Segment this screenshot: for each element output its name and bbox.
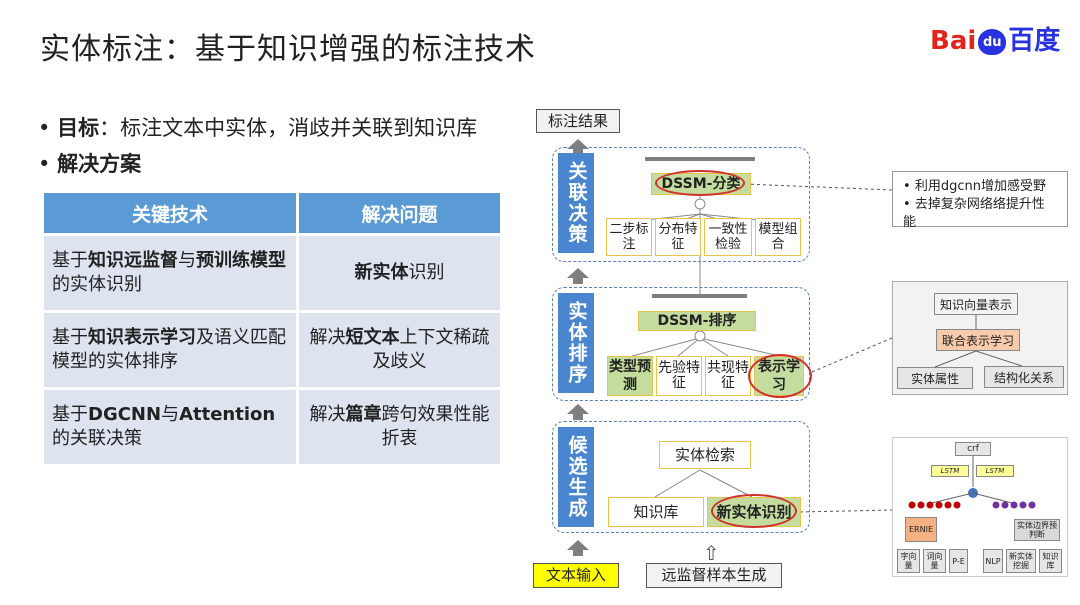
joint-repr-box: 联合表示学习 bbox=[936, 329, 1020, 351]
panel2-input-box: 知识库 bbox=[1039, 549, 1062, 573]
highlight-ellipse bbox=[655, 170, 745, 196]
up-arrow-icon bbox=[567, 268, 589, 278]
table-cell-problem: 解决篇章跨句效果性能折衷 bbox=[299, 390, 500, 464]
up-arrow-icon bbox=[567, 139, 589, 149]
entity-attr-box: 实体属性 bbox=[897, 367, 973, 389]
output-bar bbox=[652, 294, 747, 298]
distant-supervision-box: 远监督样本生成 bbox=[646, 563, 782, 588]
panel1-lines bbox=[934, 315, 1023, 368]
dssm-rank-box: DSSM-排序 bbox=[638, 311, 756, 331]
logo-text-left: Bai bbox=[930, 26, 977, 56]
feature-box-type-predict: 类型预测 bbox=[607, 356, 653, 396]
knowledge-base-box: 知识库 bbox=[608, 497, 704, 527]
key-tech-table: 关键技术 解决问题 基于知识远监督与预训练模型的实体识别 新实体识别 基于知识表… bbox=[44, 190, 500, 467]
panel2-input-box: NLP bbox=[983, 549, 1003, 573]
feature-box: 模型组合 bbox=[755, 218, 801, 256]
goal-text: ：标注文本中实体，消歧并关联到知识库 bbox=[99, 116, 478, 140]
table-row: 基于知识表示学习及语义匹配模型的实体排序 解决短文本上下文稀疏及歧义 bbox=[44, 313, 500, 387]
stage-ranking-frame bbox=[552, 287, 810, 401]
entity-search-box: 实体检索 bbox=[659, 441, 751, 469]
table-cell-tech: 基于知识表示学习及语义匹配模型的实体排序 bbox=[44, 313, 299, 387]
panel2-input-box: 词向量 bbox=[923, 549, 946, 573]
solution-label: 解决方案 bbox=[57, 152, 142, 176]
stage-candidate-label: 候选生成 bbox=[558, 427, 594, 527]
table-header-row: 关键技术 解决问题 bbox=[44, 193, 500, 233]
up-arrow-stem bbox=[573, 550, 583, 556]
bullet-solution: • 解决方案 bbox=[38, 148, 141, 178]
page-title: 实体标注：基于知识增强的标注技术 bbox=[40, 32, 536, 67]
table-header-tech: 关键技术 bbox=[44, 193, 299, 233]
paw-icon: du bbox=[978, 28, 1007, 55]
up-arrow-stem bbox=[573, 278, 583, 284]
result-label: 标注结果 bbox=[536, 109, 620, 133]
bullet-goal: • 目标：标注文本中实体，消歧并关联到知识库 bbox=[38, 112, 477, 142]
knowledge-vector-box: 知识向量表示 bbox=[934, 293, 1018, 315]
up-arrow-stem bbox=[573, 149, 583, 155]
panel2-lines bbox=[908, 456, 1036, 509]
text-input-box: 文本输入 bbox=[533, 563, 619, 588]
panel2-input-box: P-E bbox=[949, 549, 968, 573]
table-row: 基于DGCNN与Attention的关联决策 解决篇章跨句效果性能折衷 bbox=[44, 390, 500, 464]
hollow-up-arrow-icon: ⇧ bbox=[703, 541, 720, 565]
highlight-ellipse bbox=[748, 354, 812, 398]
table-cell-tech: 基于DGCNN与Attention的关联决策 bbox=[44, 390, 299, 464]
lstm-box: LSTM bbox=[931, 465, 969, 477]
feature-box: 分布特征 bbox=[655, 218, 701, 256]
structured-rel-box: 结构化关系 bbox=[984, 366, 1064, 388]
boundary-predict-box: 实体边界预判断 bbox=[1014, 519, 1060, 541]
stage-ranking-label: 实体排序 bbox=[558, 293, 594, 393]
table-row: 基于知识远监督与预训练模型的实体识别 新实体识别 bbox=[44, 236, 500, 310]
table-cell-problem: 解决短文本上下文稀疏及歧义 bbox=[299, 313, 500, 387]
note-line: • 利用dgcnn增加感受野 bbox=[903, 179, 1046, 194]
stage-decision-label: 关联决策 bbox=[558, 153, 594, 253]
note-dgcnn: • 利用dgcnn增加感受野 • 去掉复杂网络络提升性能 bbox=[892, 171, 1068, 230]
stage-decision-frame bbox=[552, 147, 810, 262]
feature-box: 先验特征 bbox=[656, 356, 702, 396]
ernie-box: ERNIE bbox=[905, 517, 937, 542]
stage-candidate-frame bbox=[552, 421, 810, 533]
feature-box: 二步标注 bbox=[606, 218, 652, 256]
lstm-box: LSTM bbox=[976, 465, 1014, 477]
table-cell-tech: 基于知识远监督与预训练模型的实体识别 bbox=[44, 236, 299, 310]
table-header-problem: 解决问题 bbox=[299, 193, 500, 233]
up-arrow-icon bbox=[567, 540, 589, 550]
goal-label: 目标 bbox=[57, 116, 100, 140]
bullet-dot-icon: • bbox=[38, 152, 51, 176]
feature-box: 一致性检验 bbox=[704, 218, 752, 256]
panel2-input-box: 新实体挖掘 bbox=[1006, 549, 1036, 573]
logo-text-right: 百度 bbox=[1008, 26, 1061, 56]
up-arrow-stem bbox=[573, 414, 583, 420]
note-line: • 去掉复杂网络络提升性能 bbox=[903, 197, 1045, 230]
output-bar bbox=[645, 157, 755, 161]
highlight-ellipse bbox=[711, 494, 797, 528]
up-arrow-icon bbox=[567, 404, 589, 414]
table-cell-problem: 新实体识别 bbox=[299, 236, 500, 310]
feature-box: 共现特征 bbox=[705, 356, 751, 396]
panel2-input-box: 字向量 bbox=[897, 549, 920, 573]
bullet-dot-icon: • bbox=[38, 116, 51, 140]
crf-box: crf bbox=[955, 442, 991, 456]
